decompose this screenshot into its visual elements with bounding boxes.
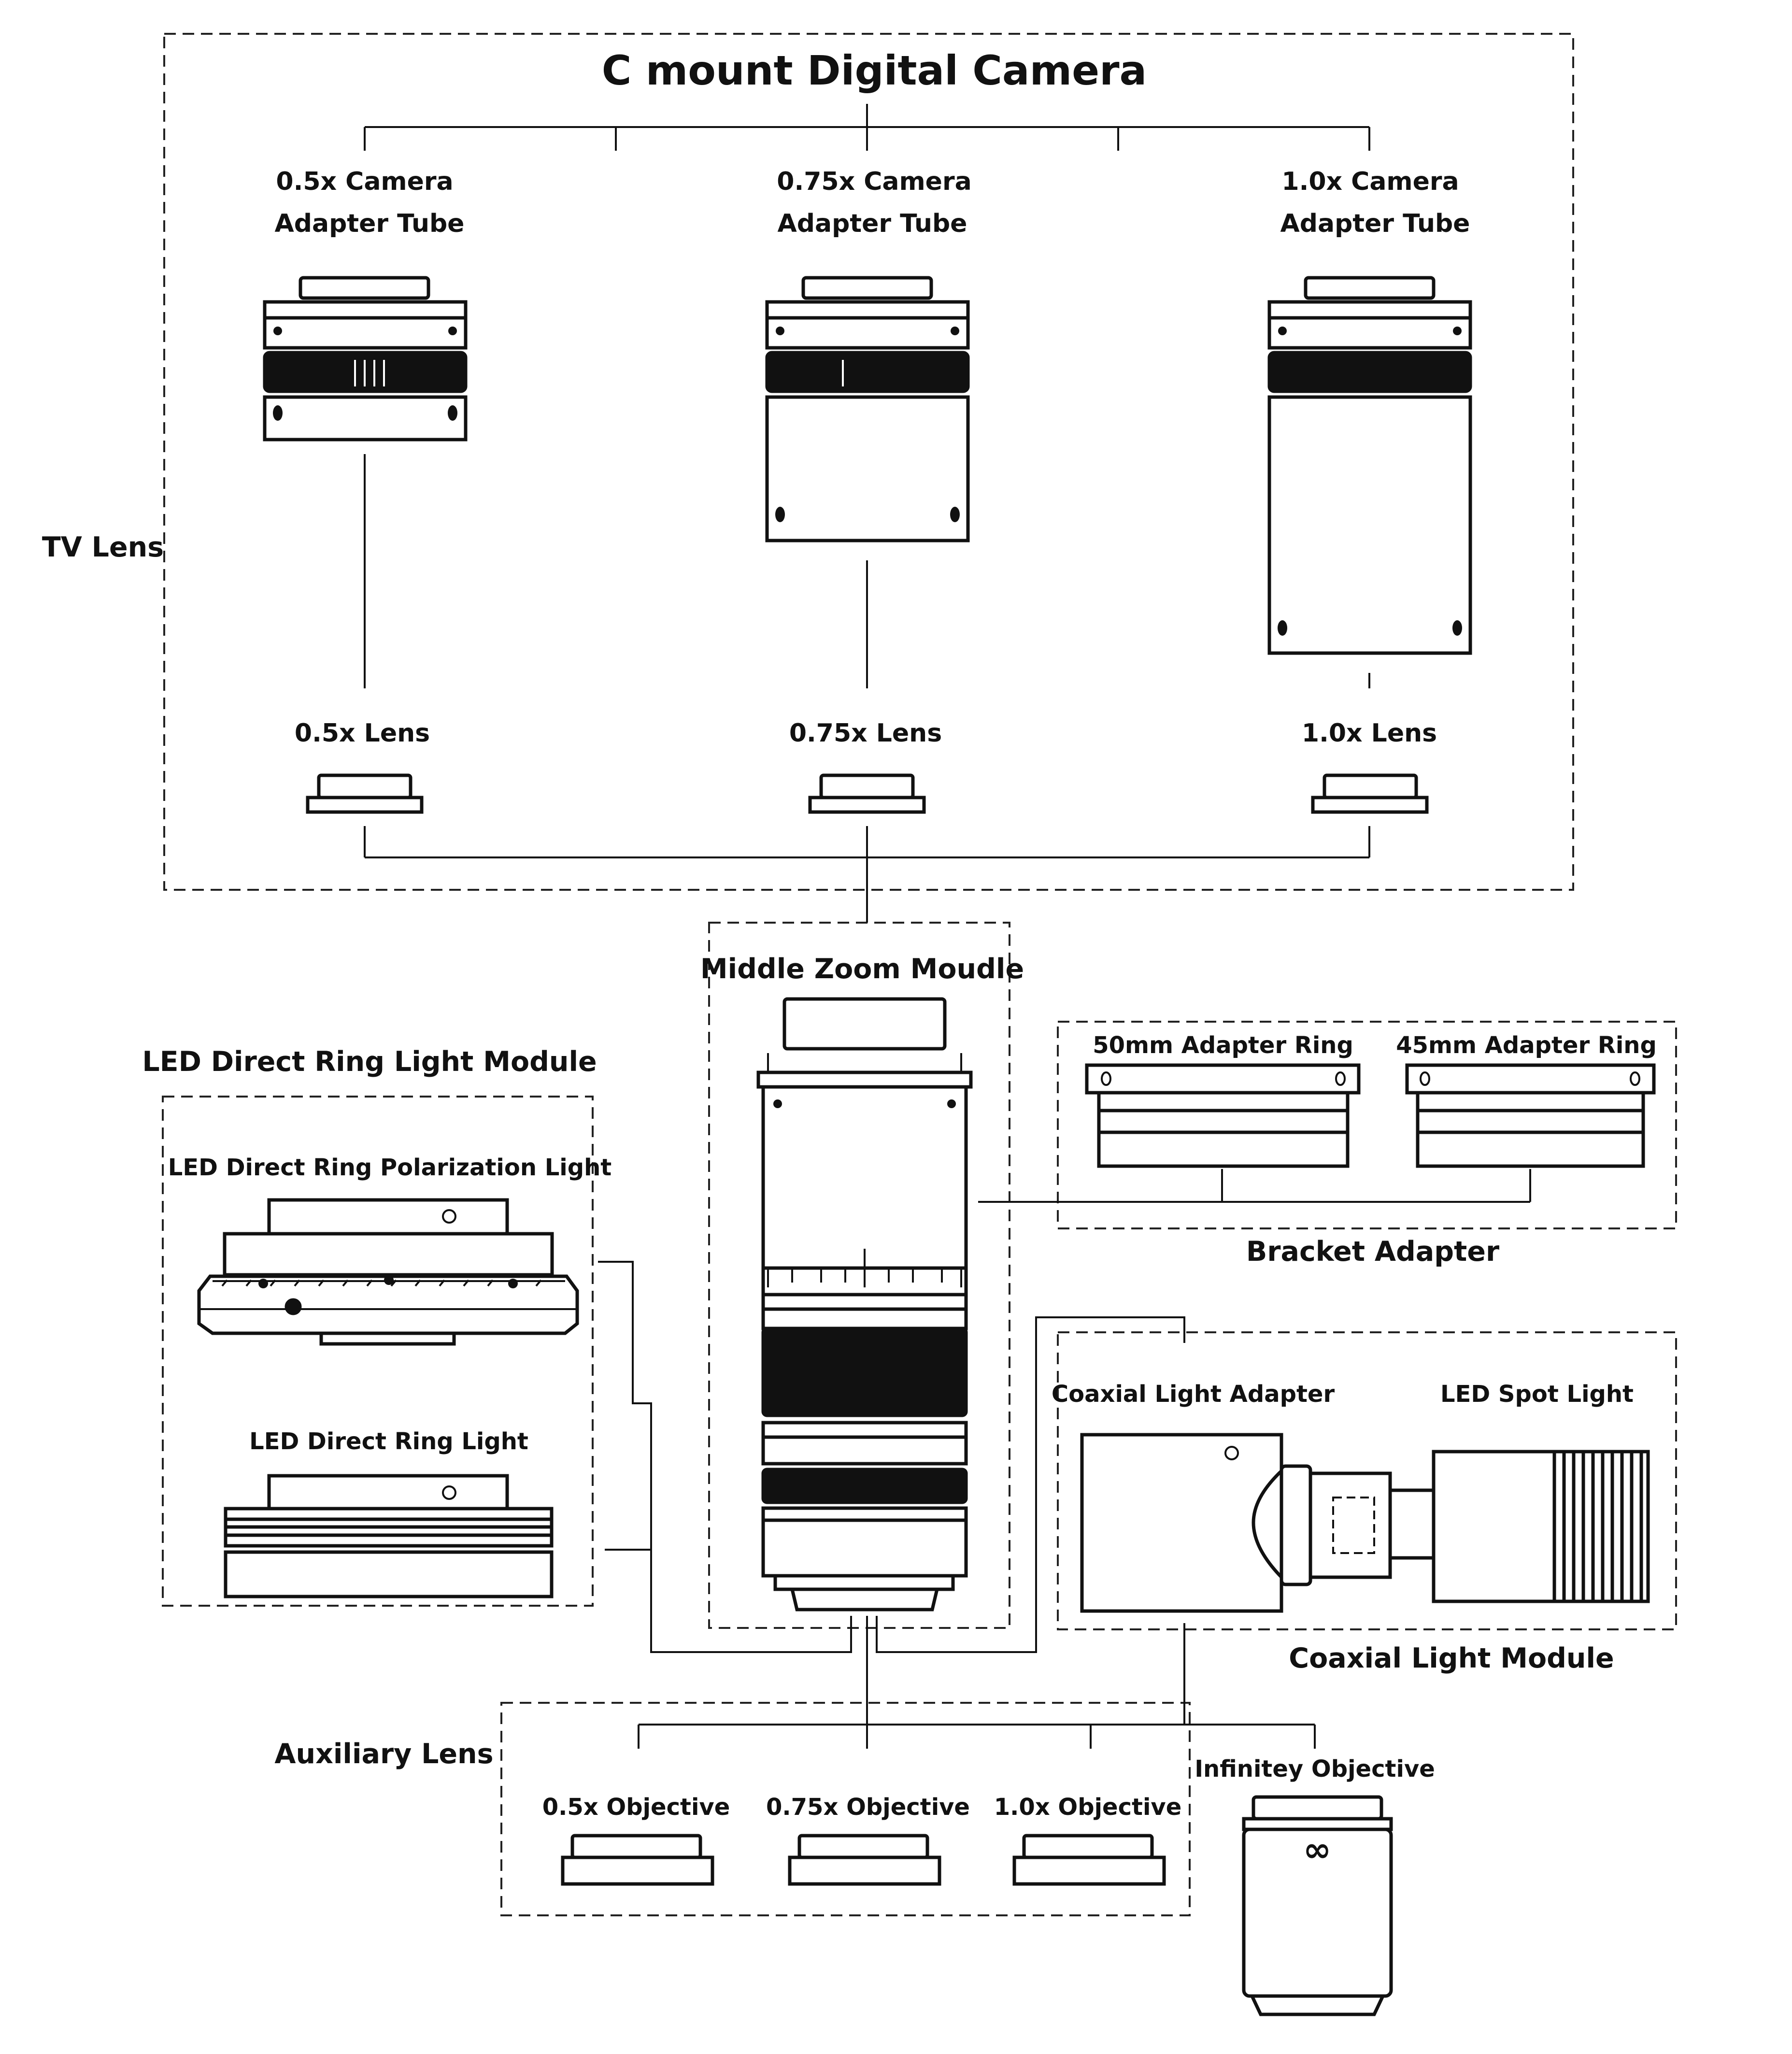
coaxial-adapter-label: Coaxial Light Adapter [1052, 1381, 1335, 1408]
led-module-group-box [162, 1096, 594, 1607]
tv-lens-10x [1311, 773, 1429, 814]
adapter-tube-sublabel-2: Adapter Tube [1280, 209, 1470, 238]
objective-075x [788, 1834, 941, 1886]
adapter-tube-sublabel-0: Adapter Tube [275, 209, 465, 238]
led-module-label: LED Direct Ring Light Module [142, 1046, 597, 1078]
adapter-tube-label-0: 0.5x Camera [276, 167, 453, 196]
page-title: C mount Digital Camera [602, 47, 1147, 94]
infinity-symbol: ∞ [1303, 1830, 1331, 1869]
led-ring-light [224, 1474, 554, 1598]
auxiliary-lens-label: Auxiliary Lens [274, 1738, 493, 1770]
led-ring-light-label: LED Direct Ring Light [249, 1428, 528, 1455]
led-polarization-light-label: LED Direct Ring Polarization Light [168, 1154, 612, 1181]
tv-lens-075x [808, 773, 926, 814]
led-spot-light [1432, 1450, 1650, 1603]
led-spot-light-label: LED Spot Light [1440, 1381, 1634, 1408]
adapter-tube-10x [1267, 276, 1472, 655]
middle-zoom-module [756, 997, 973, 1612]
bracket-adapter-group-box [1057, 1021, 1677, 1229]
adapter-tube-05x [263, 276, 468, 442]
adapter-tube-label-2: 1.0x Camera [1281, 167, 1459, 196]
tv-lens-item-label-0: 0.5x Lens [295, 719, 430, 748]
tv-lens-group-box [163, 33, 1574, 891]
infinity-objective-label: Infinitey Objective [1195, 1755, 1435, 1783]
adapter-tube-label-1: 0.75x Camera [777, 167, 971, 196]
adapter-ring-label-45mm: 45mm Adapter Ring [1396, 1032, 1657, 1059]
tv-lens-label: TV Lens [42, 531, 164, 563]
objective-label-2: 1.0x Objective [994, 1794, 1182, 1821]
adapter-ring-45mm [1405, 1063, 1656, 1168]
tv-lens-05x [306, 773, 424, 814]
bracket-adapter-label: Bracket Adapter [1246, 1236, 1499, 1268]
objective-label-0: 0.5x Objective [542, 1794, 730, 1821]
connector-lines [364, 104, 1531, 1749]
objective-05x [561, 1834, 714, 1886]
middle-zoom-label: Middle Zoom Moudle [700, 953, 1024, 985]
auxiliary-lens-group-box [500, 1702, 1191, 1916]
adapter-ring-50mm [1085, 1063, 1361, 1168]
tv-lens-item-label-1: 0.75x Lens [789, 719, 942, 748]
objective-label-1: 0.75x Objective [766, 1794, 970, 1821]
tv-lens-item-label-2: 1.0x Lens [1302, 719, 1437, 748]
middle-zoom-group-box [708, 922, 1010, 1629]
coaxial-light-adapter [1080, 1433, 1436, 1613]
adapter-tube-sublabel-1: Adapter Tube [778, 209, 967, 238]
adapter-ring-label-50mm: 50mm Adapter Ring [1093, 1032, 1353, 1059]
coaxial-module-label: Coaxial Light Module [1289, 1642, 1614, 1674]
objective-10x [1012, 1834, 1166, 1886]
infinity-objective: ∞ [1242, 1795, 1393, 2016]
adapter-tube-075x [765, 276, 970, 542]
led-polarization-light [197, 1198, 579, 1346]
